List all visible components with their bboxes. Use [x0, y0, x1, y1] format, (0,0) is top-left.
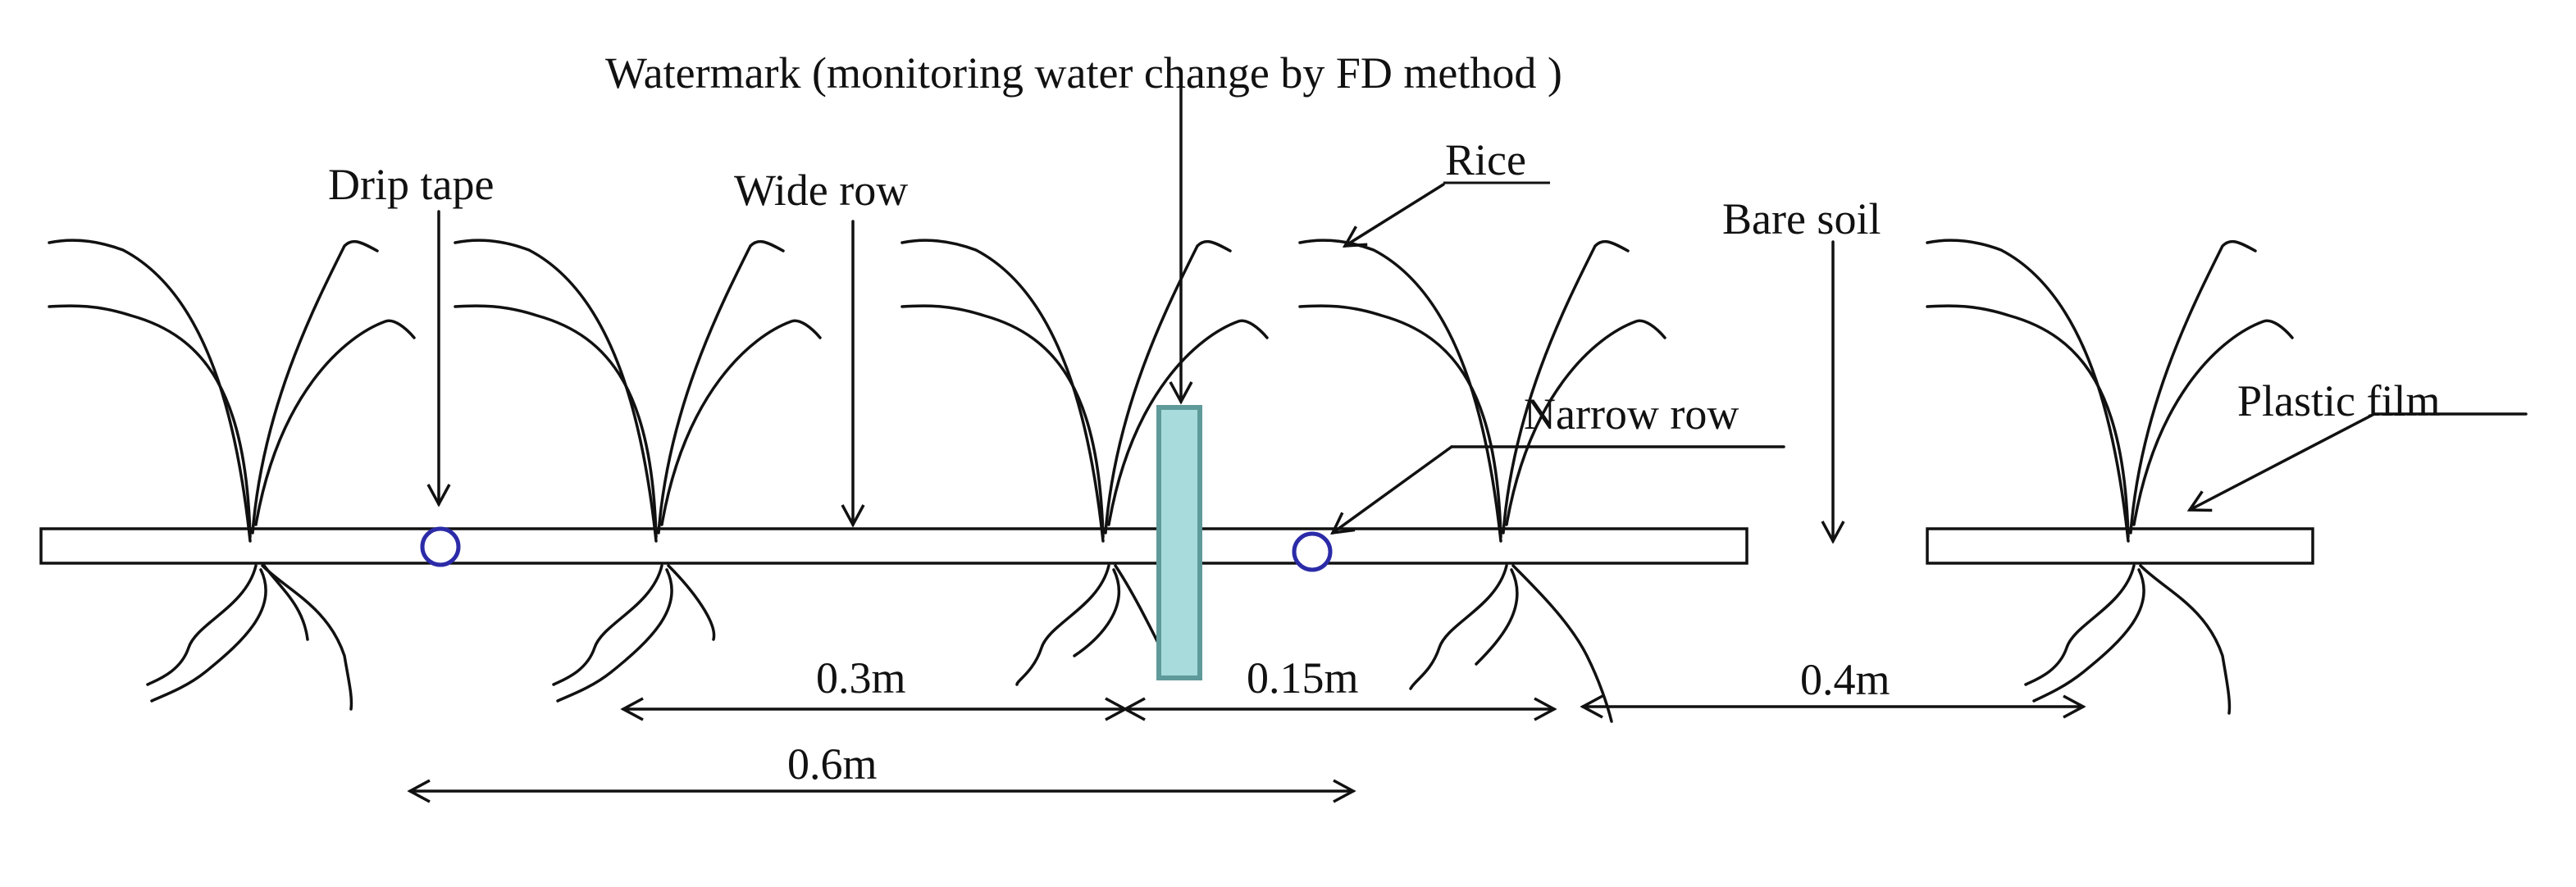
- watermark-sensor: [1156, 405, 1202, 680]
- wide-row-label: Wide row: [734, 166, 909, 215]
- narrow-row-label: Narrow row: [1524, 389, 1739, 439]
- rice-plant-1: [48, 239, 416, 711]
- plastic-film-label: Plastic film: [2237, 376, 2441, 425]
- plastic-film-strip-left: [39, 527, 1748, 565]
- rice-plant-3: [900, 239, 1269, 686]
- rice-plant-4: [1298, 239, 1666, 723]
- dimension-0-15m-label: 0.15m: [1247, 653, 1359, 703]
- drip-tape-right-marker: [1292, 531, 1333, 572]
- rice-pointer-line: [1342, 183, 1445, 248]
- drip-tape-left-marker: [420, 526, 461, 567]
- bare-soil-label: Bare soil: [1722, 194, 1881, 243]
- plastic-film-arrow: [2186, 412, 2376, 512]
- rice-label: Rice: [1445, 135, 1526, 184]
- watermark-label: Watermark (monitoring water change by FD…: [605, 48, 1562, 98]
- drip-tape-label: Drip tape: [328, 160, 495, 209]
- dimension-0-3m-label: 0.3m: [816, 653, 906, 703]
- plastic-film-strip-right: [1926, 527, 2314, 565]
- narrow-row-arrow: [1330, 445, 1453, 535]
- rice-plant-5: [1926, 239, 2294, 715]
- rice-plant-2: [454, 239, 822, 703]
- dimension-0-6m-label: 0.6m: [787, 739, 878, 789]
- dimension-0-4m-label: 0.4m: [1800, 655, 1890, 704]
